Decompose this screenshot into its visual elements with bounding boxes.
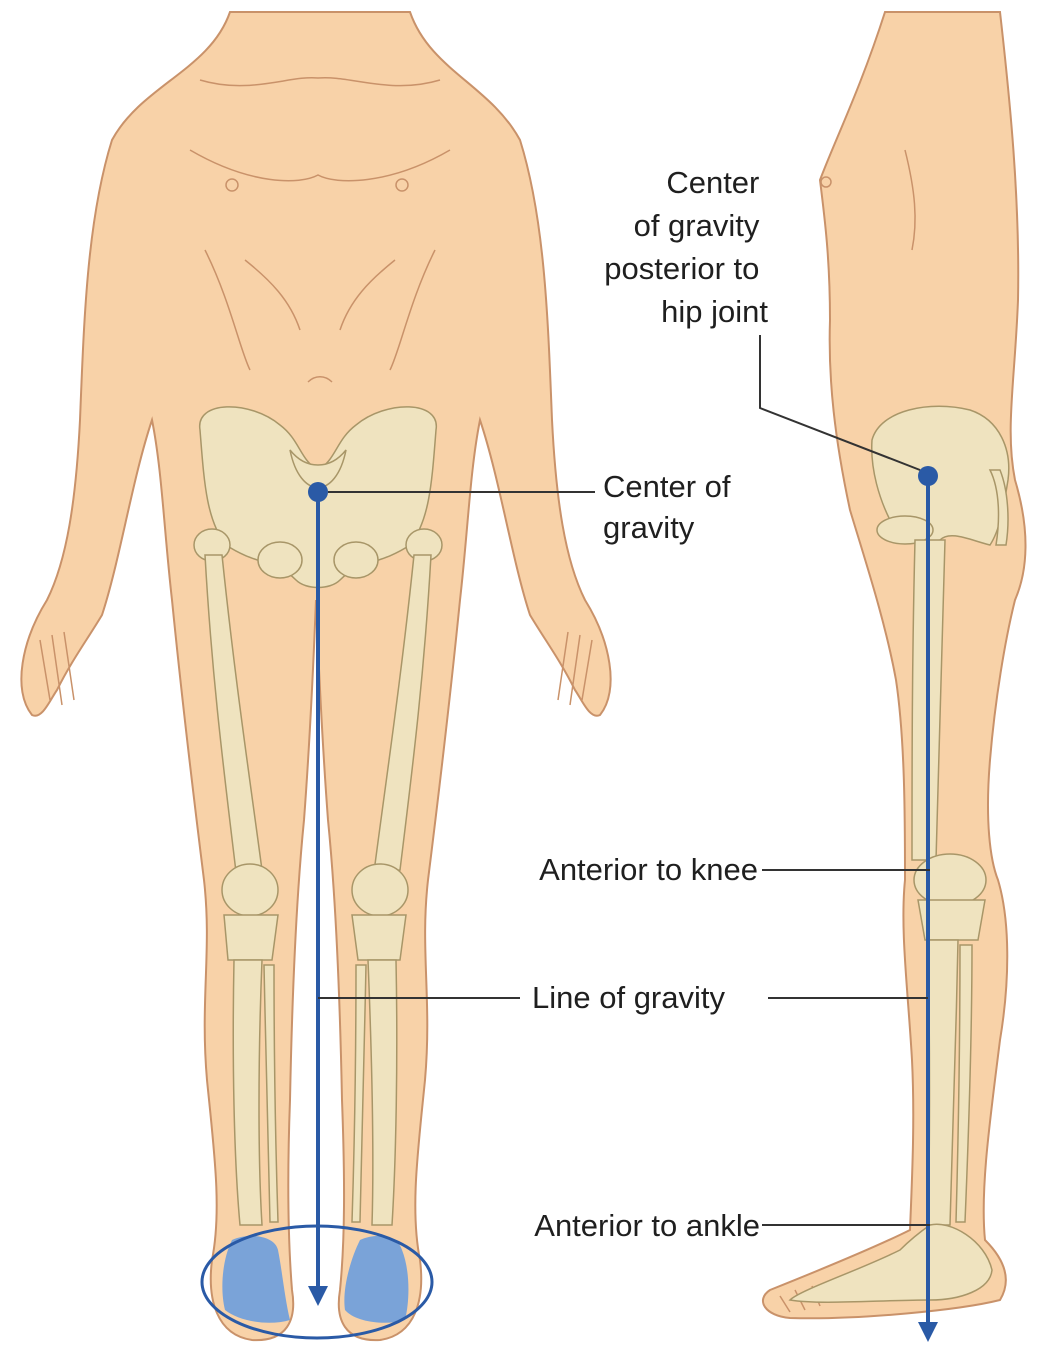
label-anterior-to-knee: Anterior to knee — [539, 852, 758, 887]
label-center-of-gravity: Center of gravity — [603, 469, 739, 545]
front-center-of-gravity-dot — [308, 482, 328, 502]
side-center-of-gravity-dot — [918, 466, 938, 486]
side-body-silhouette — [763, 12, 1026, 1318]
side-pelvis — [872, 406, 1009, 545]
side-view-figure — [763, 12, 1026, 1318]
label-line-of-gravity: Line of gravity — [532, 980, 725, 1015]
labels: Center of gravity posterior to hip joint… — [532, 165, 768, 1243]
side-foot-bones — [790, 1224, 992, 1302]
label-cog-posterior: Center of gravity posterior to hip joint — [604, 165, 768, 329]
label-anterior-to-ankle: Anterior to ankle — [534, 1208, 760, 1243]
